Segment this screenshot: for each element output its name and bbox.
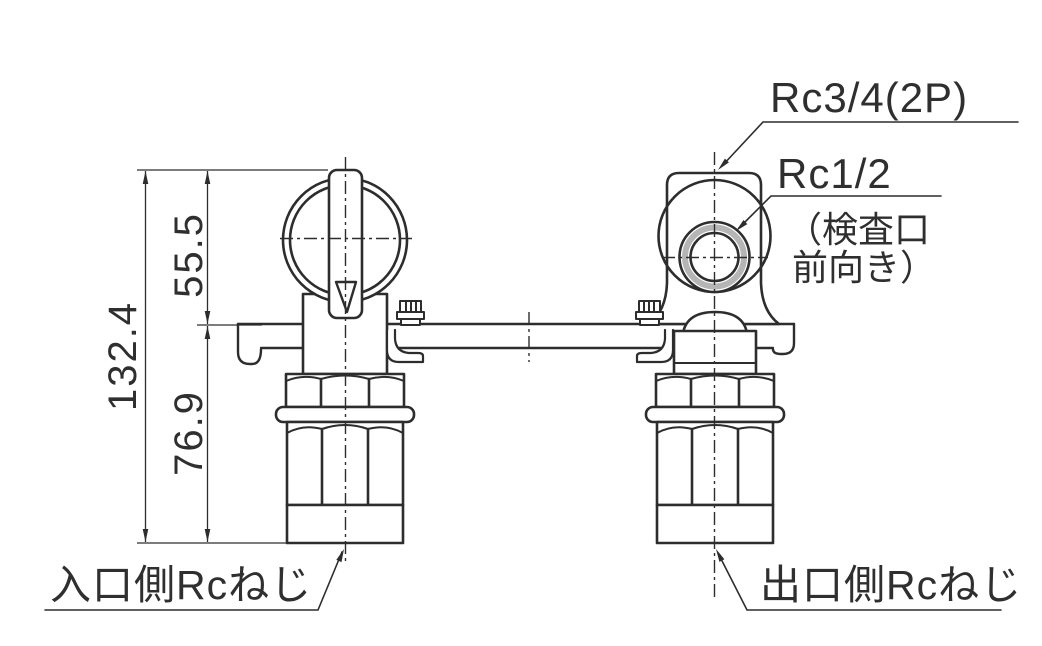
leader-arrowheads	[336, 158, 748, 563]
plate-left-hook	[236, 322, 263, 366]
clamp-elbow-left	[635, 328, 675, 364]
leader-outlet	[717, 552, 1002, 611]
dim-lower-height: 76.9	[167, 390, 211, 476]
leader-top-port	[721, 121, 1019, 167]
inlet-valve	[274, 168, 425, 545]
centerlines	[280, 152, 768, 597]
plate-right-hook	[771, 322, 796, 356]
outlet-valve	[635, 171, 786, 545]
leader-lines	[44, 121, 1019, 611]
label-top-port: Rc3/4(2P)	[770, 74, 968, 121]
mount-bolt-right	[396, 300, 425, 326]
dimension-arrowheads	[142, 171, 211, 542]
label-inlet-thread: 入口側Rcねじ	[50, 562, 312, 608]
label-inspection-port: Rc1/2	[777, 150, 892, 197]
dim-total-height: 132.4	[101, 301, 145, 411]
clamp-elbow-right	[385, 328, 425, 364]
label-inspection-note-1: （検査口	[786, 209, 930, 250]
leader-inspection-port	[738, 195, 942, 229]
dimension-lines	[137, 169, 328, 544]
dim-upper-height: 55.5	[167, 212, 211, 298]
leader-inlet	[44, 551, 343, 611]
label-outlet-thread: 出口側Rcねじ	[760, 562, 1022, 608]
label-inspection-note-2: 前向き）	[792, 247, 936, 288]
mount-bolt-left	[635, 300, 664, 326]
